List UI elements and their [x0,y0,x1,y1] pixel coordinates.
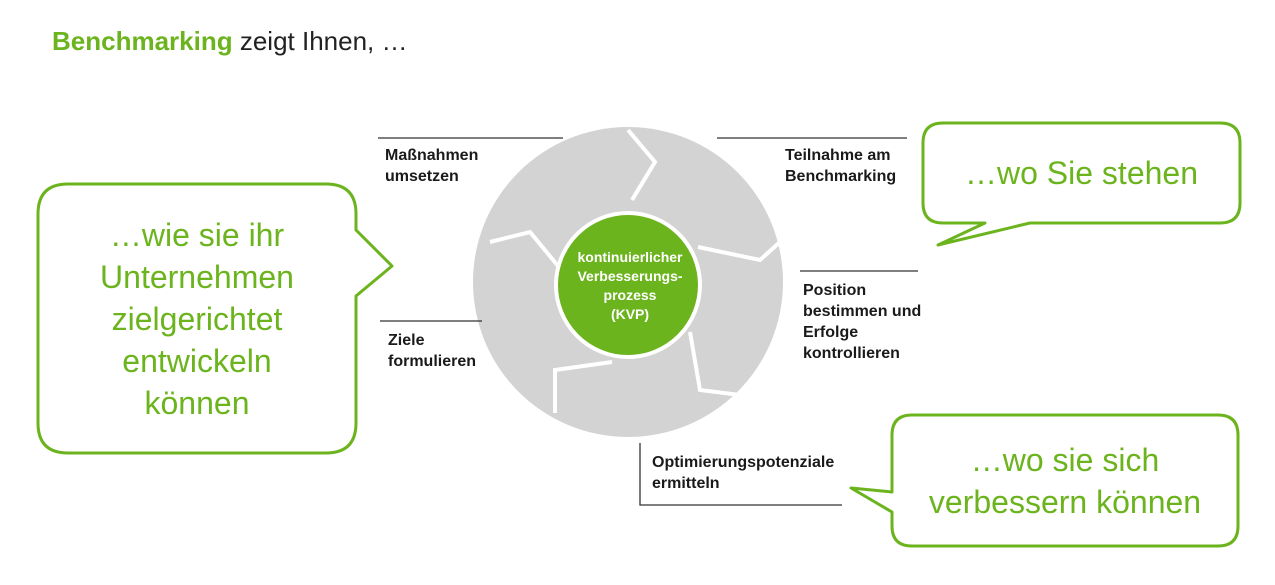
step-line: umsetzen [385,168,459,185]
separator-top [626,128,658,202]
segment-separators [489,128,782,413]
separator-bottom [553,360,613,413]
bubble-shape-bottom-right [849,413,1240,548]
bubble-line: zielgerichtet [111,300,283,337]
step-line: ermitteln [652,475,720,492]
bubble-line: entwickeln [122,342,272,379]
step-label-ziele: Ziele formulieren [388,330,476,372]
step-line: Maßnahmen [385,147,479,164]
center-line: Verbesserungs- [577,268,683,284]
step-line: Position [803,282,867,299]
speech-bubbles [36,121,1242,548]
bubble-line: …wo Sie stehen [964,155,1198,191]
bubble-line: verbessern können [928,483,1202,520]
bubble-line: Unternehmen [100,258,294,295]
rule-optimierung [639,443,842,506]
slide-title: Benchmarking zeigt Ihnen, … [52,26,408,57]
bubble-top-right: …wo Sie stehen [925,125,1238,221]
center-line: prozess [603,287,657,303]
center-label: kontinuierlicher Verbesserungs- prozess … [560,248,700,324]
step-line: kontrollieren [803,345,900,362]
title-highlight: Benchmarking [52,26,233,56]
bubble-line: …wie sie ihr [109,216,285,253]
bubble-bottom-right: …wo sie sich verbessern können [894,417,1236,544]
step-label-optimierung: Optimierungspotenziale ermitteln [652,452,834,494]
step-line: formulieren [388,353,477,370]
bubble-shape-left [36,182,394,455]
label-rules [378,137,918,506]
bubble-line: …wo sie sich [970,441,1160,478]
step-label-massnahmen: Maßnahmen umsetzen [385,145,478,187]
bubble-left: …wie sie ihr Unternehmen zielgerichtet e… [40,186,354,451]
step-line: Optimierungspotenziale [652,454,835,471]
step-line: bestimmen und [803,303,922,320]
separator-right [697,240,782,263]
bubble-line: können [144,384,250,421]
step-label-position: Position bestimmen und Erfolge kontrolli… [803,280,921,364]
step-line: Ziele [388,332,425,349]
separator-left [489,229,570,280]
center-line: (KVP) [610,306,650,322]
step-line: Benchmarking [785,168,897,185]
separator-lower-right [688,331,741,397]
step-label-teilnahme: Teilnahme am Benchmarking [785,145,896,187]
step-line: Teilnahme am [785,147,891,164]
bubble-shape-top-right [921,121,1242,247]
step-line: Erfolge [803,324,859,341]
center-line: kontinuierlicher [577,249,683,265]
title-rest: zeigt Ihnen, … [232,26,408,56]
center-circle [554,211,702,359]
